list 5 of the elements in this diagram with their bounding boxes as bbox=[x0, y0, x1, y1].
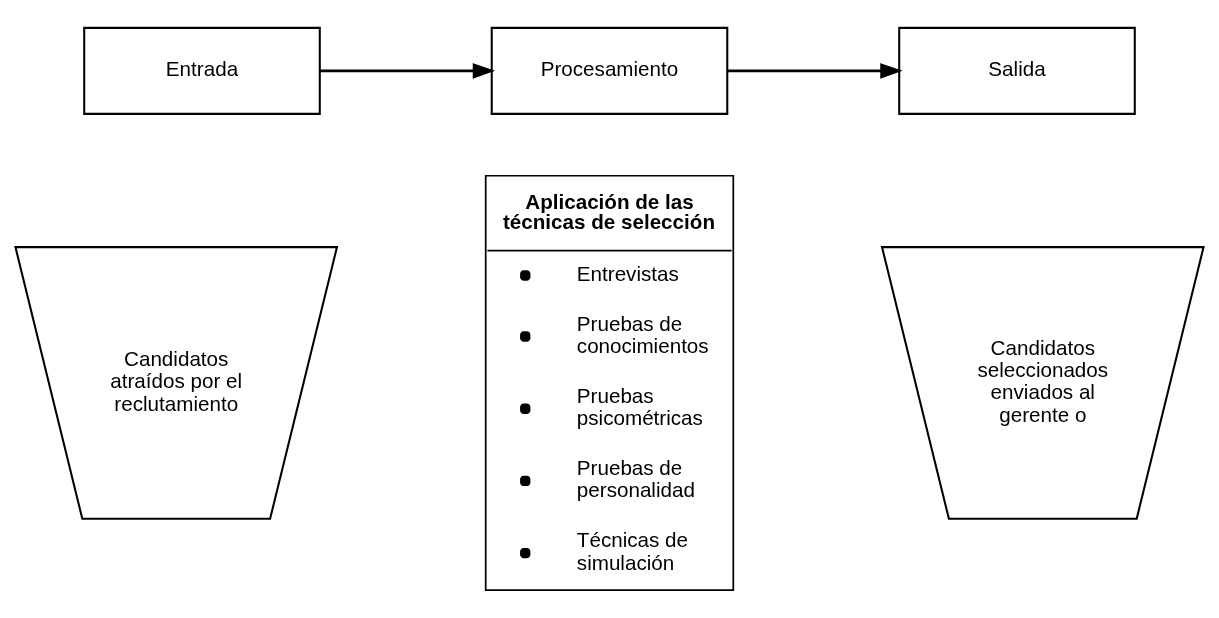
node-box: Salida bbox=[898, 26, 1136, 115]
node-box: Entrada bbox=[83, 26, 321, 115]
arrow bbox=[727, 63, 903, 79]
node-box: Procesamiento bbox=[490, 26, 729, 115]
arrow bbox=[319, 63, 496, 79]
